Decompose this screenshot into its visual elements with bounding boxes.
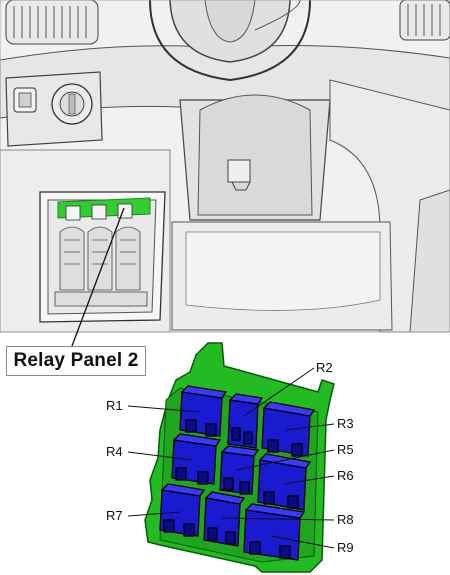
label-r6: R6	[337, 468, 354, 483]
relay-r8	[203, 491, 246, 547]
relay-r1	[179, 385, 228, 437]
relay-r2	[227, 393, 264, 449]
fuse-box-opening	[39, 191, 166, 323]
relay-r6	[257, 453, 312, 511]
callout-label: Relay Panel 2	[13, 350, 139, 371]
label-r8: R8	[337, 512, 354, 527]
steering-wheel	[149, 0, 311, 82]
relay-r3	[261, 401, 316, 457]
right-air-vent	[399, 0, 450, 41]
relay-panel-callout: Relay Panel 2	[6, 346, 146, 376]
label-r4: R4	[106, 444, 123, 459]
label-r7: R7	[106, 508, 123, 523]
left-air-vent	[5, 0, 99, 45]
label-r1: R1	[106, 398, 123, 413]
label-r2: R2	[316, 360, 333, 375]
dashboard-illustration	[0, 0, 450, 333]
light-switch-panel	[5, 71, 103, 147]
steering-column	[179, 94, 331, 221]
relay-r4	[171, 433, 222, 485]
label-r3: R3	[337, 416, 354, 431]
label-r5: R5	[337, 442, 354, 457]
callout-leader-line	[71, 207, 125, 347]
relay-r5	[219, 445, 260, 495]
label-r9: R9	[337, 540, 354, 555]
relay-panel-closeup: R1 R2 R3 R4 R5 R6 R7 R8 R9	[106, 342, 354, 573]
relay-r9	[243, 503, 306, 561]
relay-r7	[159, 483, 206, 537]
